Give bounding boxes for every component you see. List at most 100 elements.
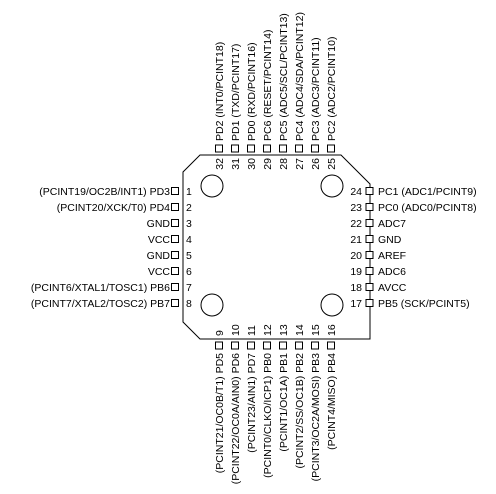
pin-number: 32 (214, 158, 226, 170)
pin-pad (231, 144, 239, 153)
pin-pad (171, 299, 179, 307)
pin-label: PD0 (RXD/PCINT16) (246, 42, 258, 141)
pin-pad (263, 341, 271, 350)
pin-label: (PCINT2/SS/OC1B) PB2 (294, 353, 306, 469)
pin-number: 30 (246, 158, 258, 170)
pin-pad (365, 203, 374, 211)
pin-pad (365, 299, 374, 307)
pin-number: 19 (350, 266, 362, 278)
pins-group: 1 (PCINT19/OC2B/INT1) PD3 2 (PCINT20/XCK/T0… (31, 12, 477, 484)
pin-number: 15 (310, 324, 322, 336)
pin-label: VCC (148, 234, 171, 246)
pin-pad (295, 144, 303, 153)
pin-pad (171, 219, 179, 227)
pin-label: GND (378, 234, 402, 246)
pin-label: PC5 (ADC5/SCL/PCINT13) (278, 13, 290, 141)
pin-label: PC1 (ADC1/PCINT9) (378, 186, 477, 198)
pin-number: 9 (214, 330, 226, 336)
pin-pad (171, 187, 179, 195)
pin-label: GND (147, 218, 171, 230)
pin-label: AREF (378, 250, 406, 262)
pin-pad (311, 341, 319, 350)
pin-pad (365, 235, 374, 243)
pin-pad (365, 187, 374, 195)
pin-label: (PCINT1/OC1A) PB1 (278, 353, 290, 452)
pin-pad (279, 144, 287, 153)
pin-number: 17 (350, 298, 362, 310)
pin-pad (171, 203, 179, 211)
pin-number: 24 (350, 186, 362, 198)
chip-body (182, 154, 371, 340)
pin-pad (327, 341, 335, 350)
pin-number: 5 (186, 250, 192, 262)
pin-label: ADC6 (378, 266, 406, 278)
pin-number: 21 (350, 234, 362, 246)
pin-label: PB5 (SCK/PCINT5) (378, 298, 470, 310)
pin-number: 6 (186, 266, 192, 278)
pin-pad (365, 219, 374, 227)
pin-number: 16 (326, 324, 338, 336)
pin-label: GND (147, 250, 171, 262)
pin-pad (171, 267, 179, 275)
pin-pad (247, 341, 255, 350)
pin-number: 3 (186, 218, 192, 230)
pin-pad (263, 144, 271, 153)
pin-label: (PCINT23/AIN1) PD7 (246, 353, 258, 453)
pin-label: (PCINT19/OC2B/INT1) PD3 (39, 186, 170, 198)
pin-pad (365, 267, 374, 275)
pin-label: (PCINT21/OC0B/T1) PD5 (214, 353, 226, 473)
pin-number: 13 (278, 324, 290, 336)
pin-number: 1 (186, 186, 192, 198)
pin-label: (PCINT20/XCK/T0) PD4 (57, 202, 170, 214)
pin-pad (215, 341, 223, 350)
pin-label: ADC7 (378, 218, 406, 230)
pin-pad (247, 144, 255, 153)
corner-marker-bottom-left (200, 293, 224, 317)
pin-label: PC4 (ADC4/SDA/PCINT12) (294, 12, 306, 141)
pin-label: PC2 (ADC2/PCINT10) (326, 37, 338, 141)
pin-pad (231, 341, 239, 350)
pin-number: 12 (262, 324, 274, 336)
pin-label: (PCINT4/MISO) PB4 (326, 353, 338, 450)
pin-number: 20 (350, 250, 362, 262)
pin-number: 11 (246, 325, 258, 336)
pin-pad (279, 341, 287, 350)
corner-marker-bottom-right (320, 293, 344, 317)
pin-label: VCC (148, 266, 171, 278)
pin-number: 29 (262, 158, 274, 170)
pin-label: PD2 (INT0/PCINT18) (214, 42, 226, 141)
pin-number: 10 (230, 324, 242, 336)
pin-number: 2 (186, 202, 192, 214)
pin-label: (PCINT22/OC0A/AIN0) PD6 (230, 353, 242, 484)
pin-pad (215, 144, 223, 153)
pin-number: 23 (350, 202, 362, 214)
pin-label: PD1 (TXD/PCINT17) (230, 44, 242, 141)
pin-number: 18 (350, 282, 362, 294)
pin-number: 8 (186, 298, 192, 310)
pin-label: (PCINT0/CLKO/ICP1) PB0 (262, 353, 274, 478)
pin-number: 4 (186, 234, 192, 246)
corner-marker-top-right (320, 174, 344, 198)
pin-label: (PCINT7/XTAL2/TOSC2) PB7 (31, 298, 170, 310)
pin-pad (311, 144, 319, 153)
pin-pad (171, 251, 179, 259)
pin-label: PC0 (ADC0/PCINT8) (378, 202, 477, 214)
pin-number: 25 (326, 158, 338, 170)
pin-pad (295, 341, 303, 350)
pin-label: (PCINT3/OC2A/MOSI) PB3 (310, 353, 322, 482)
pin-number: 27 (294, 158, 306, 170)
pin-pad (327, 144, 335, 153)
pin-pad (365, 251, 374, 259)
pin-label: PC6 (RESET/PCINT14) (262, 30, 274, 141)
pin-number: 7 (186, 282, 192, 294)
pin-pad (365, 283, 374, 291)
pin-number: 22 (350, 218, 362, 230)
pin-number: 28 (278, 158, 290, 170)
pin-label: (PCINT6/XTAL1/TOSC1) PB6 (31, 282, 170, 294)
pin-number: 26 (310, 158, 322, 170)
pin-pad (171, 283, 179, 291)
pin-label: AVCC (378, 282, 407, 294)
pin-number: 14 (294, 324, 306, 336)
pin-number: 31 (230, 158, 242, 170)
